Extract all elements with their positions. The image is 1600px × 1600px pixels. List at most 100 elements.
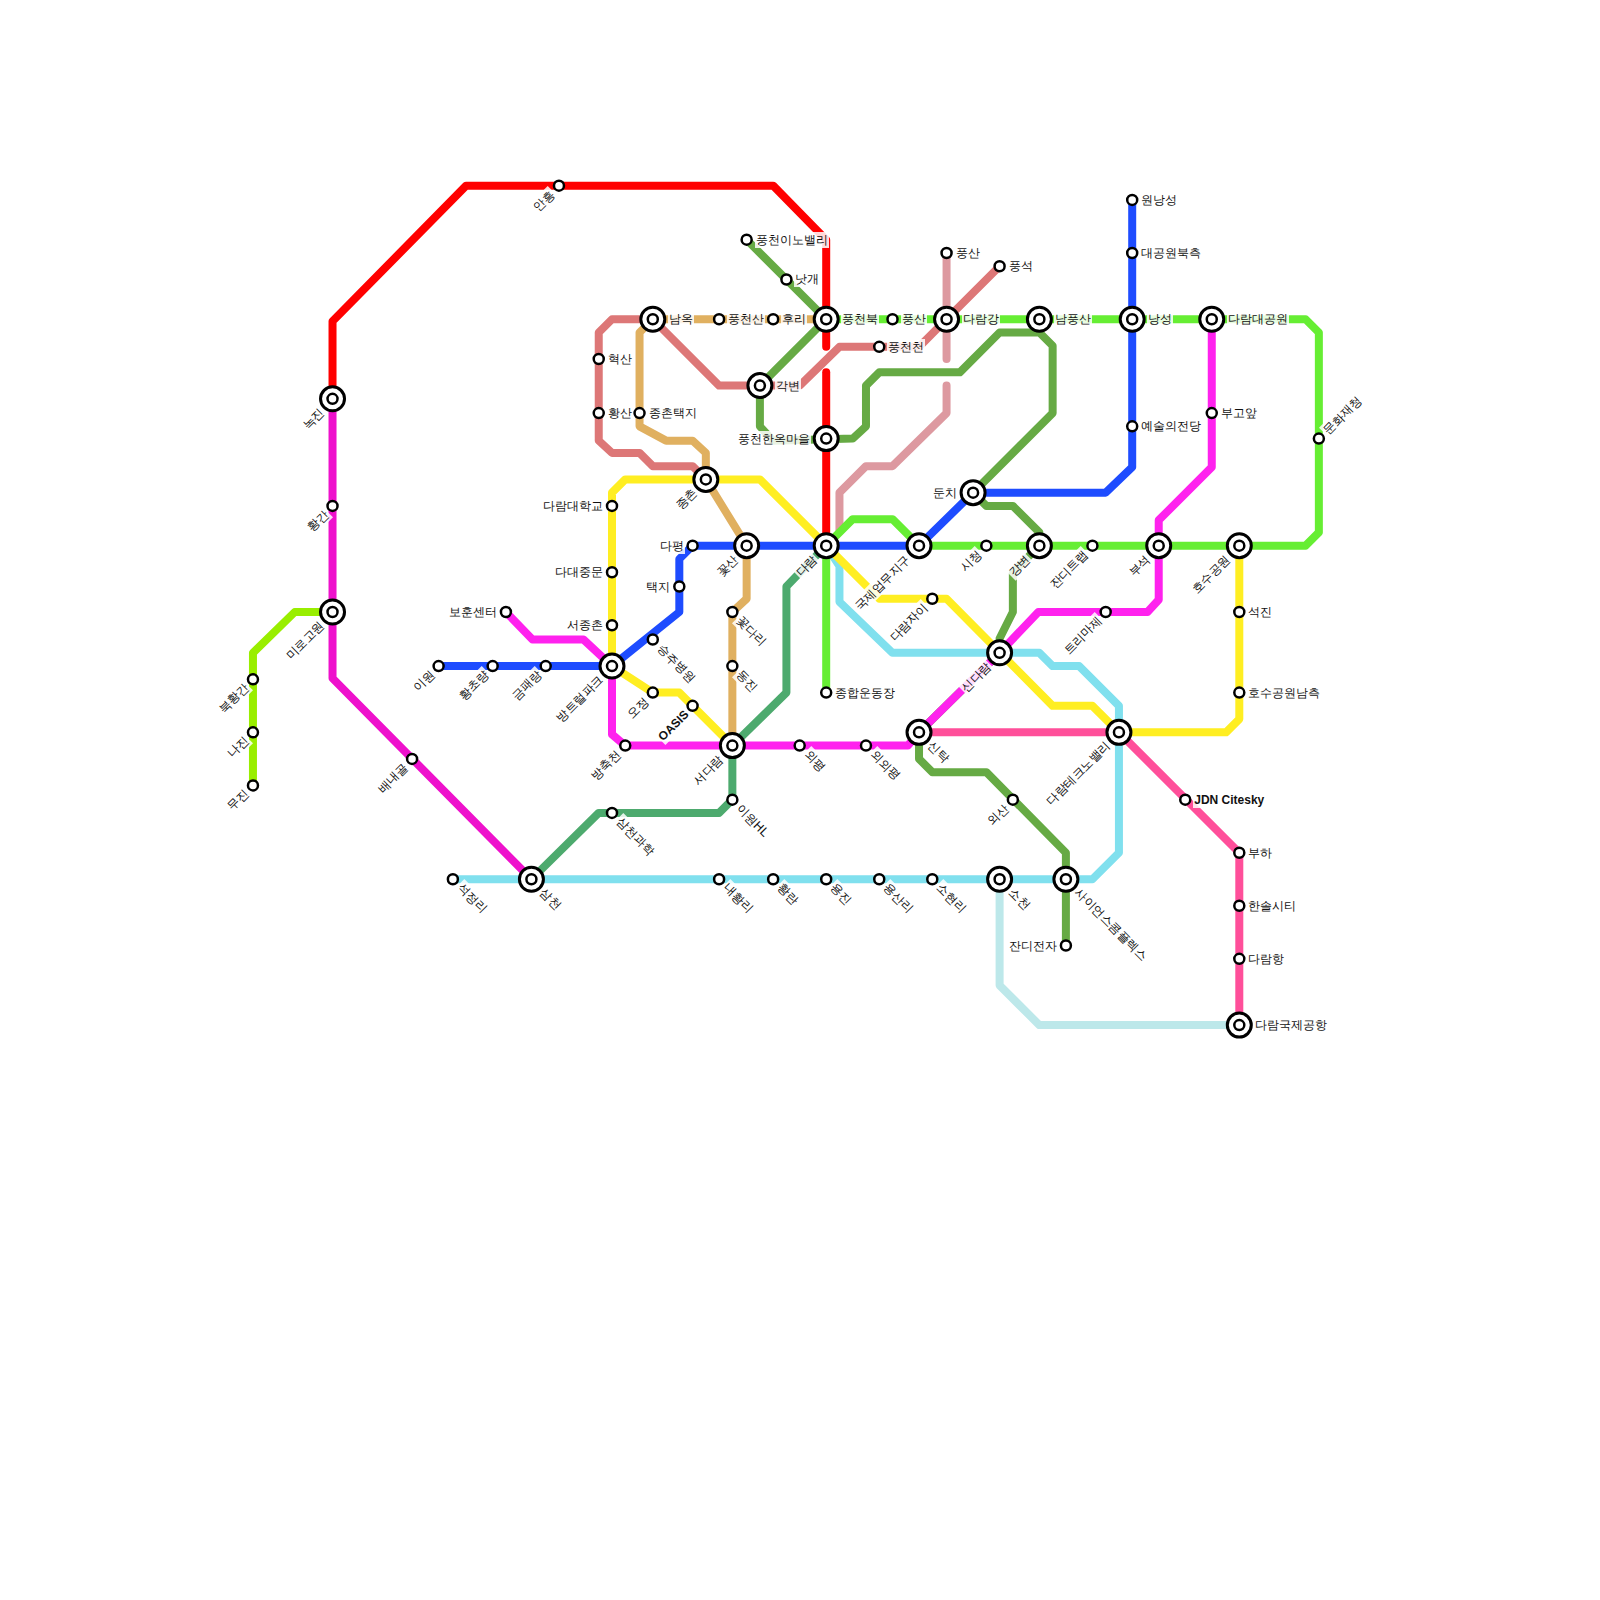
- station-marker: [1061, 941, 1071, 951]
- station-name: 안흥: [529, 186, 559, 216]
- interchange-marker: [748, 374, 772, 398]
- station-marker: [1008, 795, 1018, 805]
- station-marker: [768, 874, 778, 884]
- station-marker: [995, 261, 1005, 271]
- station-name: 예술의전당: [1140, 418, 1202, 434]
- station-name: OASIS: [653, 706, 692, 745]
- interchange-marker: [814, 534, 838, 558]
- station-marker: [554, 181, 564, 191]
- interchange-marker: [814, 307, 838, 331]
- station-marker: [1234, 848, 1244, 858]
- station-name: 다람대학교: [542, 498, 604, 514]
- interchange-marker: [935, 307, 959, 331]
- station-marker: [942, 248, 952, 258]
- station-name: 풍산: [901, 311, 927, 327]
- station-marker: [328, 501, 338, 511]
- station-marker: [1127, 195, 1137, 205]
- station-marker: [594, 354, 604, 364]
- station-name: 풍천천: [887, 339, 925, 355]
- station-name: 풍산: [955, 245, 981, 261]
- interchange-marker: [1120, 307, 1144, 331]
- route-line: [919, 493, 1066, 946]
- station-name: 각변: [775, 378, 801, 394]
- station-name: 낭성: [1147, 311, 1173, 327]
- station-name: 풍천한옥마을: [737, 431, 811, 447]
- station-name: 풍천북: [841, 311, 879, 327]
- station-name: 서종촌: [566, 617, 604, 633]
- station-marker: [674, 582, 684, 592]
- station-name: 외산: [983, 800, 1013, 830]
- station-name: 낫개: [794, 271, 820, 287]
- interchange-marker: [1027, 534, 1051, 558]
- station-name: 남옥: [668, 311, 694, 327]
- station-name: 풍석: [1008, 258, 1034, 274]
- interchange-core: [995, 874, 1005, 884]
- station-name: 풍천이노밸리: [755, 232, 829, 248]
- station-marker: [795, 741, 805, 751]
- station-name: 남풍산: [1054, 311, 1092, 327]
- station-name: 북황간: [215, 679, 253, 717]
- station-marker: [927, 874, 937, 884]
- station-name: 혁산: [607, 351, 633, 367]
- route-line: [839, 386, 946, 531]
- interchange-marker: [907, 534, 931, 558]
- interchange-core: [328, 607, 338, 617]
- station-name: 호수공원: [1188, 551, 1235, 598]
- station-marker: [727, 607, 737, 617]
- station-name: 황란: [773, 879, 803, 909]
- station-marker: [888, 314, 898, 324]
- station-name: 외평: [800, 746, 830, 776]
- route-line: [333, 399, 532, 879]
- station-name: 용산리: [879, 879, 917, 917]
- station-marker: [635, 408, 645, 418]
- station-name: 대공원북측: [1140, 245, 1202, 261]
- station-marker: [1234, 954, 1244, 964]
- station-marker: [714, 314, 724, 324]
- station-name: 다람국제공항: [1254, 1017, 1328, 1033]
- interchange-core: [968, 488, 978, 498]
- interchange-core: [914, 541, 924, 551]
- interchange-marker: [1227, 534, 1251, 558]
- station-marker: [1180, 795, 1190, 805]
- station-marker: [248, 674, 258, 684]
- station-name: 황초량: [454, 666, 492, 704]
- interchange-marker: [735, 534, 759, 558]
- interchange-marker: [961, 481, 985, 505]
- interchange-core: [526, 874, 536, 884]
- station-name: 꽃다리: [732, 612, 770, 650]
- station-marker: [688, 701, 698, 711]
- station-marker: [781, 274, 791, 284]
- station-marker: [620, 741, 630, 751]
- station-name: 오정: [623, 693, 653, 723]
- interchange-marker: [814, 427, 838, 451]
- station-name: 다대중문: [554, 564, 604, 580]
- station-name: 종합운동장: [834, 685, 896, 701]
- station-name: 택지: [645, 579, 671, 595]
- interchange-marker: [988, 867, 1012, 891]
- station-marker: [981, 541, 991, 551]
- station-name: 삼천: [536, 884, 566, 914]
- station-name: 둔치: [932, 485, 958, 501]
- route-line: [439, 200, 1133, 666]
- station-marker: [448, 874, 458, 884]
- station-name: 다람항: [1247, 951, 1285, 967]
- station-marker: [821, 688, 831, 698]
- route-line: [253, 612, 333, 785]
- station-name: 소현리: [932, 879, 970, 917]
- station-marker: [501, 607, 511, 617]
- interchange-marker: [1147, 534, 1171, 558]
- interchange-core: [914, 727, 924, 737]
- station-marker: [1127, 248, 1137, 258]
- station-marker: [742, 235, 752, 245]
- interchange-marker: [988, 641, 1012, 665]
- route-line: [919, 732, 1239, 1025]
- route-line: [822, 372, 830, 545]
- station-marker: [714, 874, 724, 884]
- interchange-marker: [641, 307, 665, 331]
- station-name: 용진: [826, 879, 856, 909]
- interchange-core: [1034, 541, 1044, 551]
- interchange-core: [648, 314, 658, 324]
- route-line: [612, 666, 732, 746]
- station-name: JDN Citesky: [1193, 792, 1265, 808]
- station-name: 잔디트랩: [1046, 546, 1093, 593]
